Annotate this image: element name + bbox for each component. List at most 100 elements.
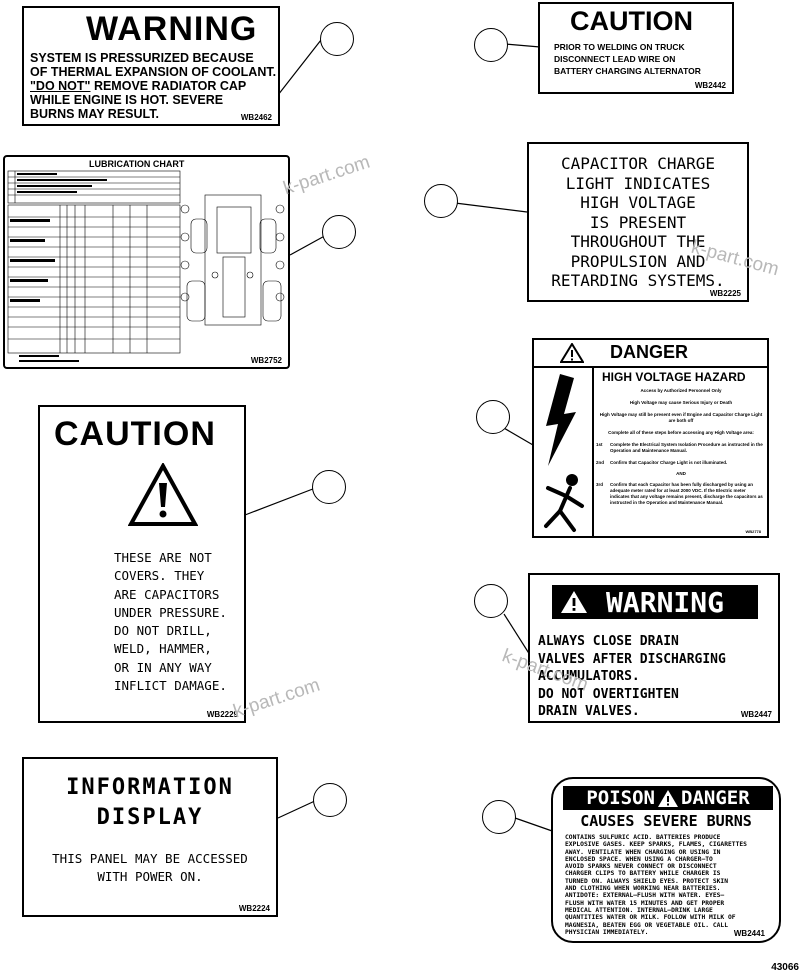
warning-drain-decal: WARNING ALWAYS CLOSE DRAIN VALVES AFTER … <box>528 573 780 723</box>
step-text: Confirm that Capacitor Charge Light is n… <box>610 460 728 465</box>
caution-capacitors-decal: CAUTION THESE ARE NOT COVERS. THEY ARE C… <box>38 405 246 723</box>
capacitor-light-line: LIGHT INDICATES <box>565 173 711 193</box>
warning-triangle-icon <box>560 343 584 363</box>
caution-welding-line-2: DISCONNECT LEAD WIRE ON <box>554 54 676 64</box>
info-line-2: WITH POWER ON. <box>97 869 203 884</box>
warning-title: WARNING <box>86 10 258 48</box>
part-code: WB2224 <box>238 904 270 913</box>
callout-capacitor-light <box>424 184 458 218</box>
part-code: WB2778 <box>745 529 761 534</box>
step-number: 2nd <box>596 460 605 465</box>
warning-drain-text: ALWAYS CLOSE DRAIN VALVES AFTER DISCHARG… <box>538 633 726 721</box>
capacitor-light-line: CAPACITOR CHARGE <box>560 154 716 173</box>
warning-drain-line: DO NOT OVERTIGHTEN <box>538 686 679 702</box>
caution-welding-line-1: PRIOR TO WELDING ON TRUCK <box>554 42 685 52</box>
poison-line: MEDICAL ATTENTION. INTERNAL—DRINK LARGE <box>565 906 713 914</box>
warning-coolant-decal: WARNING SYSTEM IS PRESSURIZED BECAUSE OF… <box>22 6 280 126</box>
poison-line: AND CLOTHING WHEN WORKING NEAR BATTERIES… <box>565 885 721 893</box>
info-title-2: DISPLAY <box>96 805 204 830</box>
callout-danger-voltage <box>476 400 510 434</box>
caution-capacitors-line: COVERS. THEY <box>114 568 205 584</box>
callout-lubrication-chart <box>322 215 356 249</box>
warning-triangle-icon <box>561 591 587 613</box>
warning-triangle-icon <box>128 463 198 526</box>
capacitor-light-line: IS PRESENT <box>589 212 687 232</box>
danger-access: Access by Authorized Personnel Only <box>640 388 722 393</box>
danger-step-1: 1st Complete the Electrical System Isolat… <box>596 442 766 454</box>
poison-line: TURNED ON. ALWAYS SHIELD EYES. PROTECT S… <box>565 877 729 885</box>
capacitor-light-line: HIGH VOLTAGE <box>580 193 696 212</box>
step-number: 3rd <box>596 482 604 487</box>
part-code: WB2462 <box>240 113 272 122</box>
caution-capacitors-line: INFLICT DAMAGE. <box>114 678 227 694</box>
part-code: WB2225 <box>709 289 741 298</box>
callout-caution-capacitors <box>312 470 346 504</box>
poison-danger-banner: POISON DANGER <box>563 786 773 810</box>
capacitor-light-line: THROUGHOUT THE <box>570 232 706 251</box>
caution-capacitors-text: THESE ARE NOT COVERS. THEY ARE CAPACITOR… <box>114 549 227 695</box>
part-code: WB2752 <box>250 356 282 365</box>
warning-drain-line: VALVES AFTER DISCHARGING <box>538 651 726 667</box>
warning-drain-line: DRAIN VALVES. <box>538 704 640 719</box>
danger-and: AND <box>676 471 686 476</box>
poison-line: AWAY. VENTILATE WHEN CHARGING OR USING I… <box>565 848 721 856</box>
danger-subtitle: HIGH VOLTAGE HAZARD <box>602 370 746 384</box>
part-code: WB2447 <box>740 710 772 719</box>
part-code: WB2441 <box>733 929 765 938</box>
warning-banner: WARNING <box>552 585 758 619</box>
poison-line: EXPLOSIVE GASES. KEEP SPARKS, FLAMES, CI… <box>565 841 747 849</box>
poison-line: QUANTITIES WATER OR MILK. FOLLOW WITH MI… <box>565 914 736 922</box>
callout-warning-coolant <box>320 22 354 56</box>
capacitor-light-line: PROPULSION AND <box>570 251 706 271</box>
poison-line: CONTAINS SULFURIC ACID. BATTERIES PRODUC… <box>565 834 721 841</box>
callout-information-display <box>313 783 347 817</box>
part-code: WB2442 <box>694 81 726 90</box>
step-number: 1st <box>596 442 603 447</box>
callout-poison-danger <box>482 800 516 834</box>
lubrication-chart-drawing <box>7 170 285 362</box>
step-text: Complete the Electrical System Isolation… <box>610 442 763 453</box>
caution-capacitors-line: ARE CAPACITORS <box>114 586 220 602</box>
poison-line: CHARGER CLIPS TO BATTERY WHILE CHARGER I… <box>565 870 721 878</box>
electric-shock-icon <box>544 374 584 532</box>
lubrication-chart-title: LUBRICATION CHART <box>89 159 185 169</box>
caution-title: CAUTION <box>570 6 693 36</box>
danger-injury: High Voltage may cause Serious Injury or… <box>629 400 733 405</box>
info-title-1: INFORMATION <box>66 775 234 800</box>
lubrication-chart-decal: LUBRICATION CHART WB2752 <box>3 155 290 369</box>
step-text: Confirm that each Capacitor has been ful… <box>610 482 763 505</box>
warning-line-3-rest: REMOVE RADIATOR CAP <box>90 79 247 93</box>
poison-danger-decal: POISON DANGER CAUSES SEVERE BURNS CONTAI… <box>551 777 781 943</box>
danger-label: DANGER <box>681 787 750 809</box>
caution-capacitors-line: THESE ARE NOT <box>114 550 212 565</box>
caution-capacitors-line: UNDER PRESSURE. <box>114 604 227 620</box>
poison-body: CONTAINS SULFURIC ACID. BATTERIES PRODUC… <box>565 834 747 936</box>
capacitor-light-decal: CAPACITOR CHARGE LIGHT INDICATES HIGH VO… <box>527 142 749 302</box>
danger-body: Access by Authorized Personnel Only High… <box>596 388 766 506</box>
poison-label: POISON <box>586 787 655 809</box>
poison-line: ANTIDOTE: EXTERNAL—FLUSH WITH WATER. EYE… <box>565 892 725 900</box>
danger-pictogram-panel <box>534 366 594 536</box>
poison-line: AVOID SPARKS NEVER CONNECT OR DISCONNECT <box>565 863 717 871</box>
warning-drain-line: ACCUMULATORS. <box>538 669 640 684</box>
warning-line-3: "DO NOT" REMOVE RADIATOR CAP <box>30 79 246 93</box>
capacitor-light-line: RETARDING SYSTEMS. <box>551 271 725 290</box>
danger-complete: Complete all of these steps before acces… <box>608 430 754 435</box>
warning-line-1: SYSTEM IS PRESSURIZED BECAUSE <box>30 51 254 65</box>
caution-capacitors-line: WELD, HAMMER, <box>114 641 212 657</box>
poison-line: FLUSH WITH WATER 15 MINUTES AND GET PROP… <box>565 899 725 907</box>
information-display-decal: INFORMATION DISPLAY THIS PANEL MAY BE AC… <box>22 757 278 917</box>
poison-line: MAGNESIA, BEATEN EGG OR VEGETABLE OIL. C… <box>565 921 729 929</box>
danger-remain: High Voltage may still be present even i… <box>599 412 763 423</box>
warning-triangle-icon <box>658 790 678 807</box>
capacitor-light-text: CAPACITOR CHARGE LIGHT INDICATES HIGH VO… <box>529 154 747 291</box>
warning-line-2: OF THERMAL EXPANSION OF COOLANT. <box>30 65 277 79</box>
caution-welding-decal: CAUTION PRIOR TO WELDING ON TRUCK DISCON… <box>538 2 734 94</box>
poison-subtitle: CAUSES SEVERE BURNS <box>580 812 752 830</box>
caution-welding-line-3: BATTERY CHARGING ALTERNATOR <box>554 66 701 76</box>
figure-number: 43066 <box>771 962 799 973</box>
part-code: WB2229 <box>206 710 238 719</box>
do-not-underlined: "DO NOT" <box>30 79 91 93</box>
warning-line-4: WHILE ENGINE IS HOT. SEVERE <box>30 93 224 107</box>
